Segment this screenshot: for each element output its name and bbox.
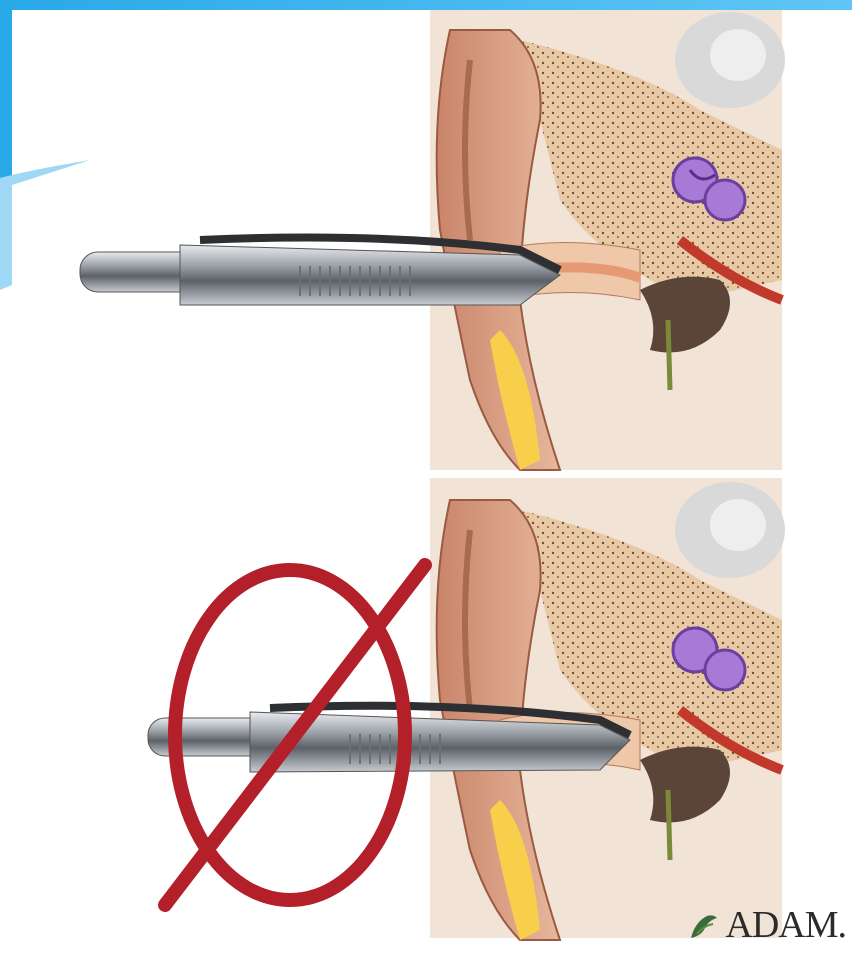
accent-left-bar [0,0,12,185]
adam-watermark-text: ADAM. [725,903,846,947]
accent-top-bar [0,0,852,10]
tweezers-top [80,238,560,305]
tweezers-bottom [148,706,630,772]
ear-panel-top [430,10,785,470]
adam-logo-icon [687,908,721,942]
adam-watermark: ADAM. [687,903,846,947]
accent-left-swoosh [0,160,90,290]
